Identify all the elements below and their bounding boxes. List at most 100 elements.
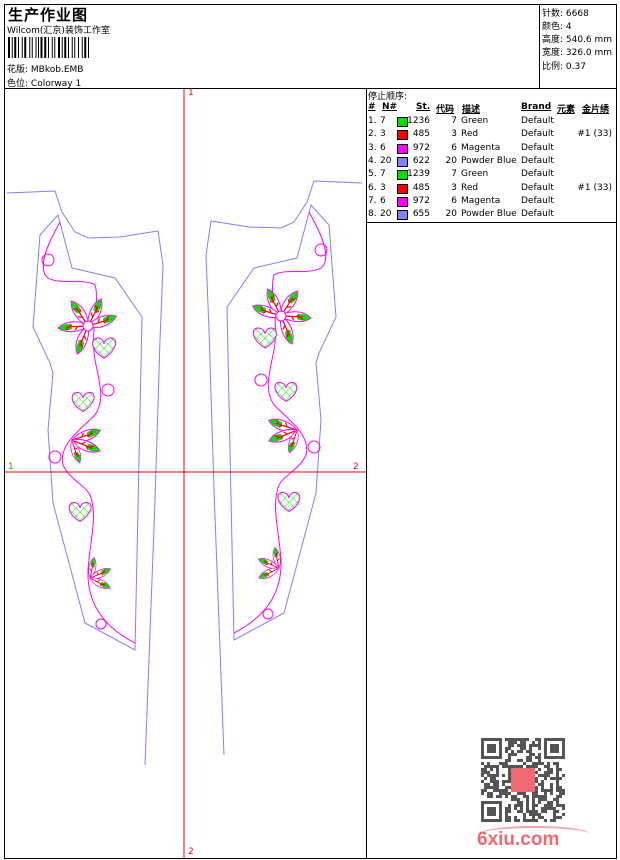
row-needle: 7: [380, 116, 386, 126]
col-stitches: St.: [416, 102, 431, 112]
row-index: 6.: [368, 182, 377, 193]
row-stitches: 1236: [407, 116, 430, 126]
barcode-bar: [24, 37, 27, 58]
table-divider: [366, 222, 617, 223]
row-brand: Default: [521, 195, 554, 206]
row-needle: 3: [380, 129, 386, 140]
row-brand: Default: [521, 116, 554, 126]
qr-finder: [487, 807, 496, 816]
panel-divider: [366, 88, 367, 859]
axis-label-left: 1: [8, 462, 14, 472]
colorway-label: 色位:: [7, 79, 29, 89]
barcode-bar: [74, 37, 76, 58]
row-brand: Default: [521, 142, 554, 153]
barcode-bar: [58, 37, 60, 58]
row-code: 6: [451, 142, 457, 153]
row-code: 7: [451, 169, 457, 180]
barcode-bar: [51, 37, 53, 58]
row-index: 3.: [368, 142, 377, 153]
watermark-arc: [480, 826, 590, 842]
colorway-value: Colorway 1: [30, 79, 82, 89]
row-needle: 6: [380, 142, 386, 153]
right-panel-pattern: [206, 181, 362, 755]
row-needle: 6: [380, 195, 386, 206]
design-file-value: MBkob.EMB: [30, 65, 84, 75]
row-code: 20: [445, 209, 457, 220]
header-divider: [4, 88, 617, 89]
barcode-bar: [31, 37, 33, 58]
row-code: 7: [451, 116, 457, 126]
col-brand: Brand: [521, 102, 552, 112]
barcode-bar: [68, 37, 69, 58]
qr-finder: [487, 744, 496, 753]
row-description: Red: [461, 129, 479, 140]
row-sequin: #1 (33): [577, 182, 612, 193]
page-title: 生产作业图: [8, 6, 89, 24]
barcode-bar: [40, 37, 43, 58]
barcode-bar: [18, 37, 19, 58]
colorway: 色位: Colorway 1: [7, 76, 81, 89]
barcode-bar: [88, 37, 89, 58]
row-description: Magenta: [461, 142, 501, 153]
row-index: 2.: [368, 129, 377, 140]
design-file: 花版: MBkob.EMB: [7, 62, 83, 75]
barcode-bar: [14, 37, 17, 58]
row-stitches: 972: [412, 142, 430, 153]
barcode-bar: [35, 37, 37, 58]
row-brand: Default: [521, 209, 554, 220]
color-swatch: [397, 196, 408, 207]
row-stitches: 972: [412, 195, 430, 206]
design-height: 高度: 540.6 mm: [542, 35, 613, 45]
row-description: Magenta: [461, 195, 501, 206]
stop-sequence-title: 停止顺序:: [368, 92, 408, 102]
row-needle: 20: [380, 155, 392, 166]
qr-finder: [550, 744, 559, 753]
row-index: 8.: [368, 209, 377, 220]
color-count: 颜色: 4: [542, 22, 572, 32]
left-panel-pattern: [7, 191, 163, 765]
row-needle: 20: [380, 209, 392, 220]
row-description: Green: [461, 116, 489, 126]
row-description: Powder Blue: [461, 209, 517, 220]
row-index: 1.: [368, 116, 377, 126]
row-needle: 7: [380, 169, 386, 180]
color-swatch: [397, 156, 408, 167]
axis-label-bottom: 2: [188, 847, 194, 857]
barcode-bar: [61, 37, 63, 58]
design-scale: 比例: 0.37: [542, 62, 586, 72]
axis-label-top: 1: [188, 88, 194, 98]
watermark-logo: 6xiu.com: [477, 829, 560, 850]
barcode-bar: [54, 37, 56, 58]
stitch-count: 针数: 6668: [542, 9, 589, 19]
row-brand: Default: [521, 182, 554, 193]
color-swatch: [397, 183, 408, 194]
barcode-bar: [71, 37, 73, 58]
company-name: Wilcom(汇京)装饰工作室: [7, 26, 110, 36]
row-code: 6: [451, 195, 457, 206]
page-frame: [4, 4, 617, 859]
barcode-bar: [48, 37, 49, 58]
barcode-bar: [38, 37, 39, 58]
row-index: 5.: [368, 169, 377, 180]
row-sequin: #1 (33): [577, 129, 612, 140]
row-brand: Default: [521, 129, 554, 140]
qr-code: [481, 738, 565, 822]
barcode-bar: [81, 37, 83, 58]
design-info-box: 针数: 6668 颜色: 4 高度: 540.6 mm 宽度: 326.0 mm…: [539, 4, 617, 89]
barcode-bar: [64, 37, 67, 58]
color-swatch: [397, 210, 408, 221]
design-width: 宽度: 326.0 mm: [542, 48, 613, 58]
row-needle: 3: [380, 182, 386, 193]
barcode-bar: [8, 37, 10, 58]
row-code: 3: [451, 129, 457, 140]
barcode-bar: [29, 37, 31, 58]
row-stitches: 1239: [407, 169, 430, 180]
axis-label-right: 2: [353, 462, 359, 472]
row-brand: Default: [521, 169, 554, 180]
row-stitches: 485: [412, 182, 430, 193]
row-index: 4.: [368, 155, 377, 166]
row-index: 7.: [368, 195, 377, 206]
row-code: 3: [451, 182, 457, 193]
col-sequin: 金片绣: [582, 105, 610, 115]
